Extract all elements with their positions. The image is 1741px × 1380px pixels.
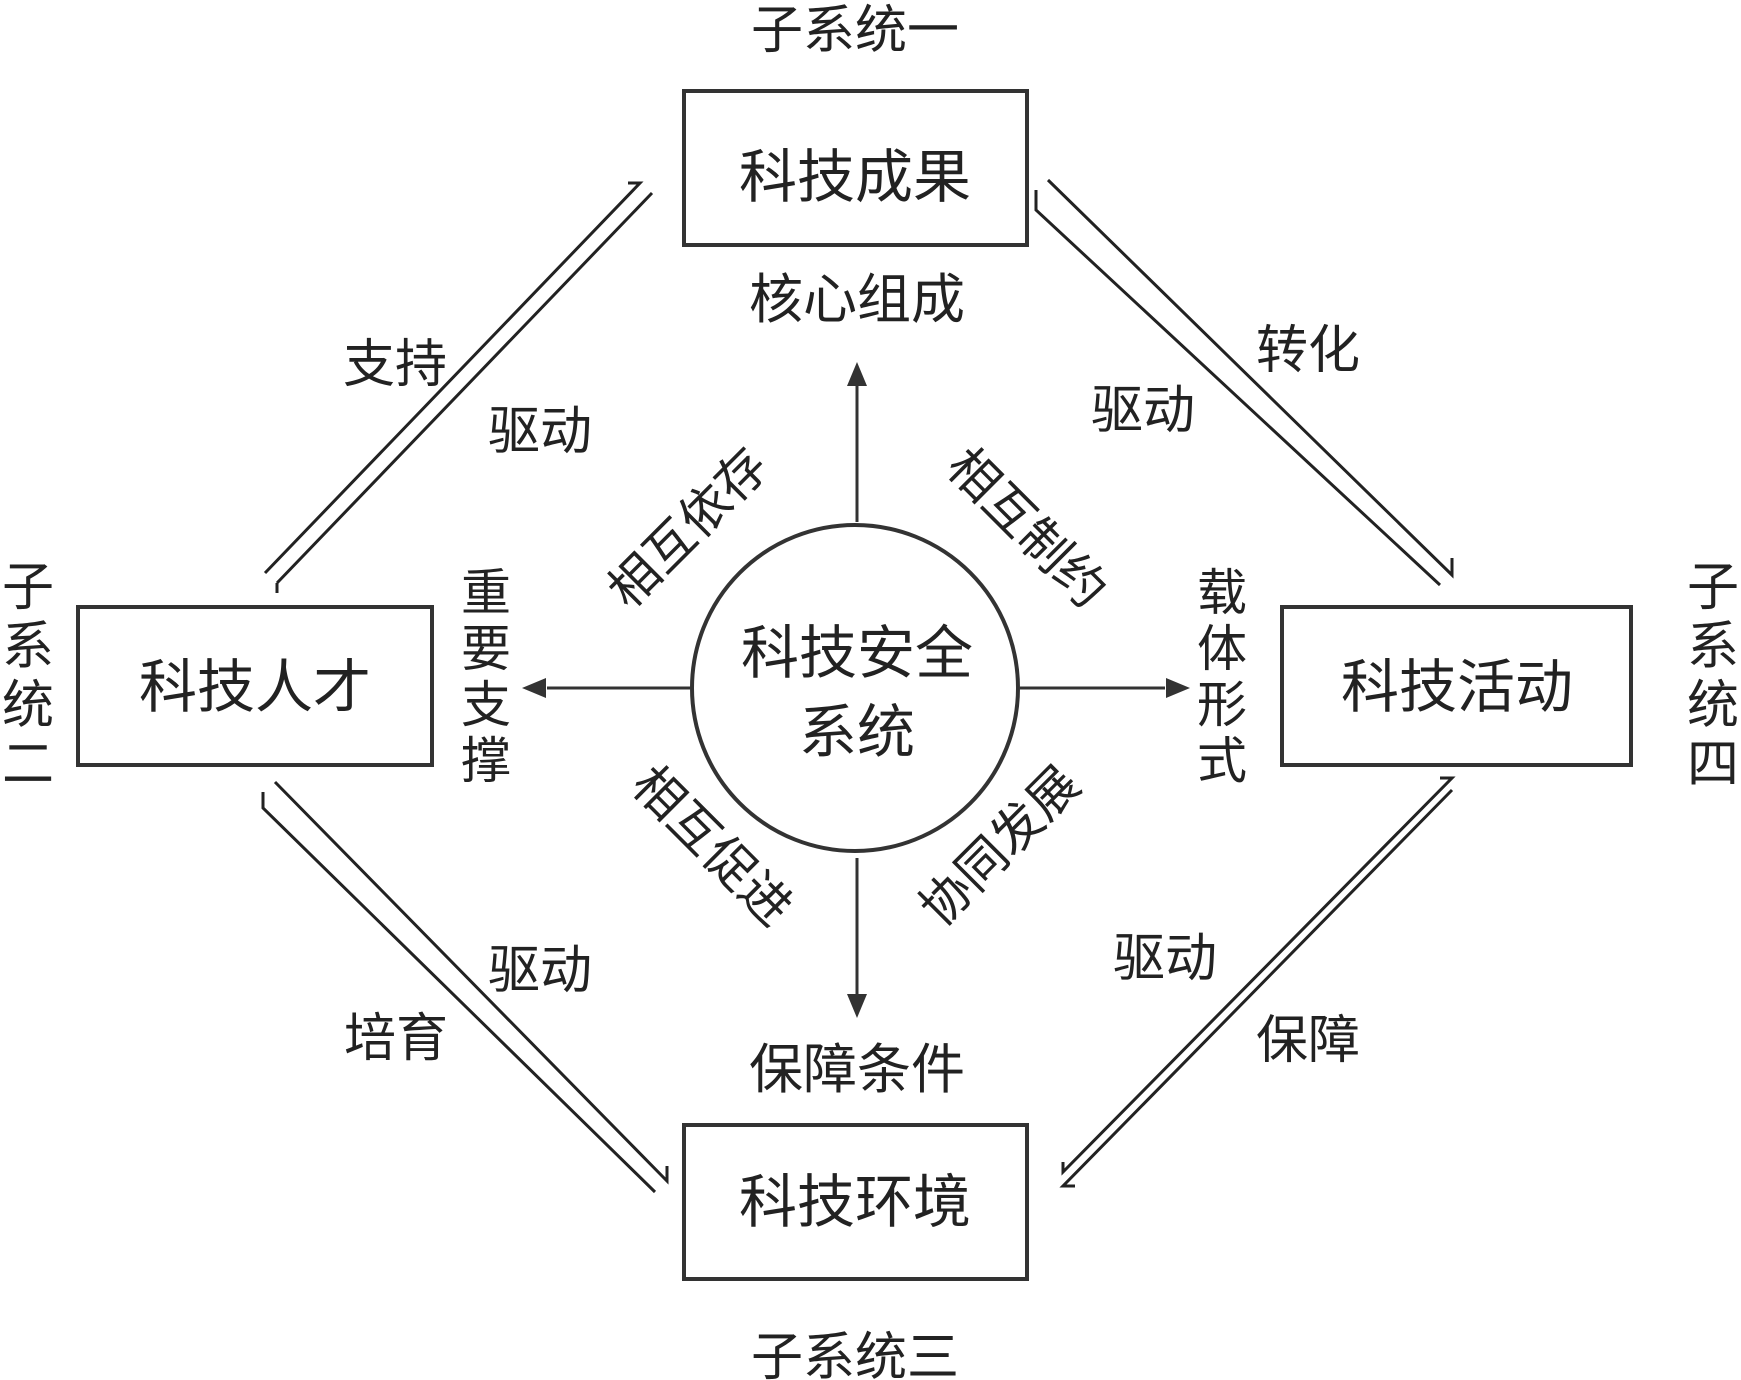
edge-label-right-bottom-outer: 保障 bbox=[1256, 1011, 1360, 1071]
edge-label-right-bottom-inner: 驱动 bbox=[1113, 929, 1217, 989]
svg-text:形: 形 bbox=[1197, 676, 1247, 734]
arrow-right bbox=[1020, 678, 1190, 698]
svg-text:载: 载 bbox=[1197, 564, 1247, 622]
connector-left-to-top bbox=[263, 181, 654, 593]
edge-label-bottom-left-outer: 培育 bbox=[344, 1009, 448, 1069]
svg-text:系: 系 bbox=[2, 617, 54, 677]
spoke-label-left: 重 要 支 撑 bbox=[461, 564, 511, 790]
node-label-right: 科技活动 bbox=[1341, 653, 1573, 721]
node-label-top: 科技成果 bbox=[739, 143, 971, 211]
edge-label-left-top-inner: 驱动 bbox=[488, 402, 592, 462]
svg-text:体: 体 bbox=[1197, 620, 1247, 678]
node-box-right bbox=[1280, 605, 1633, 767]
center-label-line2: 系统 bbox=[799, 698, 915, 766]
svg-text:撑: 撑 bbox=[461, 732, 511, 790]
subsystem-label-bottom: 子系统三 bbox=[751, 1328, 959, 1380]
connector-right-to-bottom bbox=[1059, 776, 1456, 1188]
subsystem-label-right: 子 系 统 四 bbox=[1687, 558, 1739, 795]
arrow-up bbox=[847, 362, 867, 522]
center-label-line1: 科技安全 bbox=[741, 619, 973, 687]
spoke-label-down: 保障条件 bbox=[749, 1038, 965, 1101]
node-label-left: 科技人才 bbox=[139, 653, 371, 721]
node-box-top bbox=[682, 89, 1029, 247]
connector-top-to-right bbox=[1034, 178, 1454, 587]
svg-text:子: 子 bbox=[2, 558, 54, 618]
svg-text:四: 四 bbox=[1687, 735, 1739, 795]
arrow-down bbox=[847, 858, 867, 1018]
svg-text:子: 子 bbox=[1687, 558, 1739, 618]
subsystem-label-left: 子 系 统 二 bbox=[2, 558, 54, 795]
arrow-left bbox=[522, 678, 690, 698]
svg-text:系: 系 bbox=[1687, 617, 1739, 677]
center-circle bbox=[690, 523, 1020, 853]
svg-text:统: 统 bbox=[2, 676, 54, 736]
node-box-left bbox=[76, 605, 434, 767]
edge-label-top-right-inner: 驱动 bbox=[1091, 381, 1195, 441]
edge-label-top-right-outer: 转化 bbox=[1256, 321, 1360, 381]
spoke-label-up: 核心组成 bbox=[749, 268, 965, 331]
svg-text:重: 重 bbox=[461, 564, 511, 622]
edge-label-bottom-left-inner: 驱动 bbox=[488, 941, 592, 1001]
edge-label-left-top-outer: 支持 bbox=[343, 335, 447, 395]
node-label-bottom: 科技环境 bbox=[739, 1168, 971, 1236]
subsystem-label-top: 子系统一 bbox=[751, 1, 959, 61]
spoke-label-right: 载 体 形 式 bbox=[1197, 564, 1247, 790]
svg-text:二: 二 bbox=[2, 735, 54, 795]
node-box-bottom bbox=[682, 1123, 1029, 1281]
connector-bottom-to-left bbox=[261, 780, 669, 1194]
svg-text:支: 支 bbox=[461, 676, 511, 734]
svg-text:统: 统 bbox=[1687, 676, 1739, 736]
svg-text:式: 式 bbox=[1197, 732, 1247, 790]
svg-text:要: 要 bbox=[461, 620, 511, 678]
